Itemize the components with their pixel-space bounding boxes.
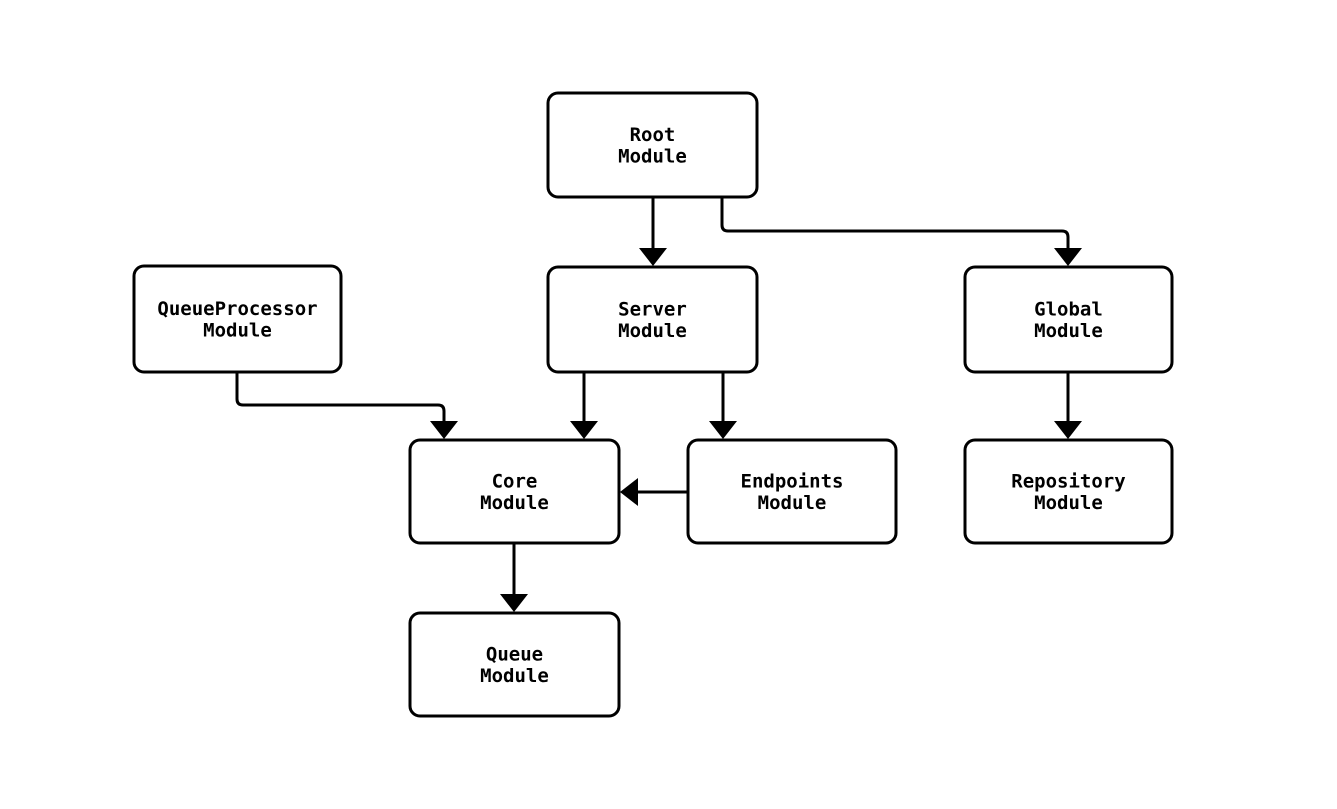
node-server-module-box [546, 265, 759, 374]
node-queueprocessor-module-box [132, 264, 343, 374]
node-repository-module-box [963, 438, 1174, 545]
edge-root-module-to-global-module [720, 197, 1082, 266]
node-endpoints-module-box [686, 438, 898, 545]
node-queue-module-box [408, 611, 621, 718]
node-root-module-box [546, 91, 759, 199]
node-core-module-box [408, 438, 621, 545]
edge-queueprocessor-module-to-core-module [235, 372, 458, 439]
node-global-module-box [963, 265, 1174, 374]
edges-layer [235, 197, 1082, 612]
